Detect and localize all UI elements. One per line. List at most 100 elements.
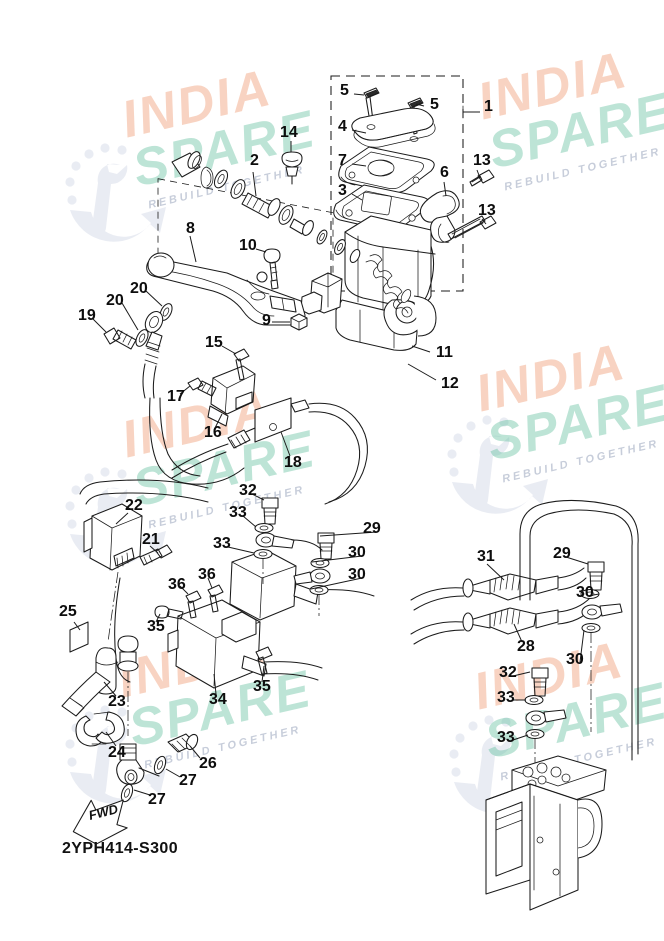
- part-17-bolt: [187, 377, 217, 397]
- banjo-fitting-right-1: [581, 603, 623, 620]
- callout-29b: 29: [553, 545, 571, 562]
- callout-14: 14: [280, 124, 298, 141]
- callout-34: 34: [209, 691, 227, 708]
- part-master-cylinder-body: [300, 215, 437, 351]
- part-36b-bolt: [207, 584, 224, 613]
- part-33b-washer: [253, 548, 273, 560]
- part-29a-union-bolt: [317, 532, 335, 560]
- part-19-union-bolt: [103, 327, 137, 350]
- callout-22: 22: [125, 497, 143, 514]
- callout-33a: 33: [229, 504, 247, 521]
- callout-33b: 33: [213, 535, 231, 552]
- part-27b-washer: [120, 783, 134, 803]
- callout-13b: 13: [478, 202, 496, 219]
- callout-18: 18: [284, 454, 302, 471]
- part-25-clip: [69, 621, 89, 653]
- callout-6: 6: [440, 164, 449, 181]
- callout-20a: 20: [106, 292, 124, 309]
- part-24-hose-clamp: [75, 711, 125, 747]
- callout-5a: 5: [340, 82, 349, 99]
- callout-30d: 30: [566, 651, 584, 668]
- callout-9: 9: [262, 312, 271, 329]
- callout-7: 7: [338, 152, 347, 169]
- part-32b-union-bolt: [531, 667, 549, 697]
- callout-16: 16: [204, 424, 222, 441]
- callout-17: 17: [167, 388, 185, 405]
- hose-banjo-upper: [142, 311, 164, 399]
- callout-30c: 30: [576, 584, 594, 601]
- part-code-label: 2YPH414-S300: [62, 840, 178, 857]
- part-10-pivot-bolt: [263, 248, 281, 290]
- part-35b-bolt: [255, 646, 273, 676]
- part-31-hose-coupler: [410, 567, 587, 611]
- part-13b-bolt: [447, 215, 497, 240]
- part-2-return-spring: [365, 254, 412, 314]
- part-33a-washer: [254, 522, 274, 534]
- part-26-union-bolt: [167, 733, 199, 753]
- callout-26: 26: [199, 755, 217, 772]
- callout-33d: 33: [497, 729, 515, 746]
- fwd-direction-arrow: FWD: [72, 799, 128, 845]
- callout-29a: 29: [363, 520, 381, 537]
- callout-30b: 30: [348, 566, 366, 583]
- callout-5b: 5: [430, 96, 439, 113]
- callout-35b: 35: [253, 678, 271, 695]
- banjo-fitting-center-2: [293, 568, 331, 585]
- callout-12: 12: [441, 375, 459, 392]
- part-29b-union-bolt: [587, 561, 605, 591]
- abs-hydraulic-unit: [485, 755, 607, 911]
- part-18-hose-joint-block: [171, 397, 368, 505]
- callout-19: 19: [78, 307, 96, 324]
- callout-23: 23: [108, 693, 126, 710]
- part-20a-washer: [135, 329, 149, 347]
- part-28-hose-coupler: [410, 597, 593, 645]
- assembly-group-box-1: [330, 75, 464, 292]
- callout-36a: 36: [168, 576, 186, 593]
- callout-15: 15: [205, 334, 223, 351]
- callout-32b: 32: [499, 664, 517, 681]
- part-16-hose-guide-bracket: [207, 365, 256, 427]
- part-23-hose-guide: [61, 647, 119, 717]
- fwd-label: FWD: [87, 801, 120, 823]
- part-15-bracket-screw: [233, 348, 250, 381]
- brake-hose-upper: [149, 397, 245, 485]
- part-21-bolt: [139, 544, 173, 566]
- callout-10: 10: [239, 237, 257, 254]
- part-14-bleed-cap: [281, 151, 303, 185]
- callout-33c: 33: [497, 689, 515, 706]
- callout-30a: 30: [348, 544, 366, 561]
- callout-27b: 27: [148, 791, 166, 808]
- callout-32a: 32: [239, 482, 257, 499]
- part-7-diaphragm: [338, 146, 435, 194]
- part-22-hose-joint-left: [79, 479, 209, 571]
- part-33d-washer: [525, 728, 545, 740]
- part-34-hose-splitter: [167, 599, 323, 689]
- callout-1: 1: [484, 98, 493, 115]
- callout-36b: 36: [198, 566, 216, 583]
- callout-25: 25: [59, 603, 77, 620]
- part-33c-washer: [524, 694, 544, 706]
- banjo-fitting-center: [255, 532, 323, 551]
- banjo-fitting-right-2: [525, 709, 567, 726]
- part-2-piston-kit: [171, 151, 412, 314]
- callout-28: 28: [517, 638, 535, 655]
- part-13a-bolt: [469, 169, 495, 187]
- callout-2: 2: [250, 152, 259, 169]
- part-8-brake-lever: [146, 252, 306, 326]
- callout-4: 4: [338, 118, 347, 135]
- callout-21: 21: [142, 531, 160, 548]
- callout-3: 3: [338, 182, 347, 199]
- part-36a-bolt: [185, 590, 202, 619]
- callout-35a: 35: [147, 618, 165, 635]
- part-32a-union-bolt: [261, 497, 279, 525]
- part-9-lever-nut: [290, 313, 308, 331]
- callout-13a: 13: [473, 152, 491, 169]
- lower-hose-fitting: [116, 635, 160, 785]
- callout-24: 24: [108, 744, 126, 761]
- callout-20b: 20: [130, 280, 148, 297]
- part-35a-bolt: [154, 605, 184, 620]
- part-4-reservoir-cap: [351, 107, 436, 148]
- callout-27a: 27: [179, 772, 197, 789]
- part-27a-washer: [153, 755, 167, 775]
- callout-8: 8: [186, 220, 195, 237]
